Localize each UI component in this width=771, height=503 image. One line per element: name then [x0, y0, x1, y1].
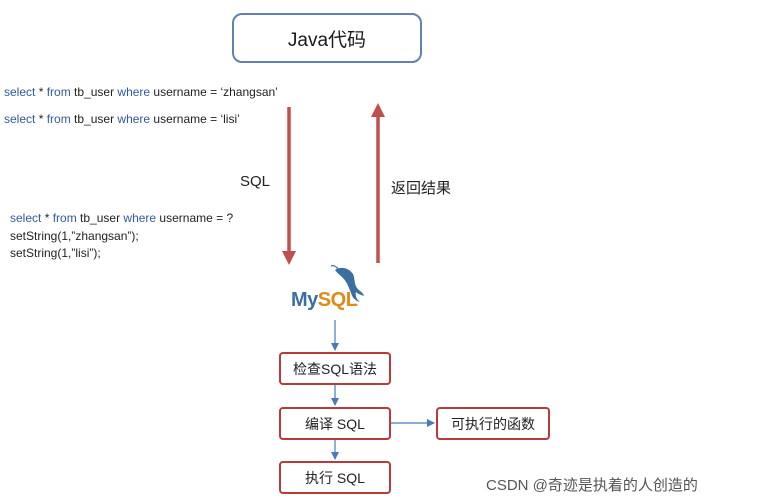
mysql-logo-sql: SQL — [317, 289, 358, 311]
check-sql-syntax-box: 检查SQL语法 — [279, 352, 391, 385]
mysql-logo-my: My — [291, 289, 318, 311]
java-code-box: Java代码 — [232, 13, 422, 63]
keyword-where: where — [117, 85, 151, 99]
keyword-from: from — [52, 211, 77, 225]
keyword-from: from — [46, 85, 71, 99]
query-table: tb_user — [70, 85, 118, 99]
check-sql-syntax-label: 检查SQL语法 — [292, 360, 377, 377]
mysql-dolphin-icon — [330, 265, 364, 302]
keyword-select: select — [10, 211, 42, 225]
query-table: tb_user — [76, 211, 124, 225]
mysql-logo-text: MySQL — [291, 289, 358, 311]
keyword-select: select — [4, 85, 36, 99]
query-condition: username = ‘lisi’ — [150, 112, 240, 126]
query-star: * — [35, 112, 47, 126]
set-string-zhangsan: setString(1,”zhangsan”); — [10, 229, 139, 243]
executable-function-label: 可执行的函数 — [451, 415, 535, 432]
query-lisi: select * from tb_user where username = ‘… — [4, 112, 240, 127]
keyword-where: where — [123, 211, 157, 225]
java-code-label: Java代码 — [287, 29, 367, 51]
sql-arrow-label: SQL — [240, 173, 271, 190]
query-star: * — [35, 85, 47, 99]
query-table: tb_user — [70, 112, 118, 126]
set-string-lisi: setString(1,”lisi”); — [10, 246, 101, 260]
keyword-from: from — [46, 112, 71, 126]
prepared-query: select * from tb_user where username = ? — [10, 211, 233, 226]
csdn-watermark: CSDN @奇迹是执着的人创造的 — [486, 477, 698, 494]
executable-function-box: 可执行的函数 — [436, 407, 550, 440]
return-result-label: 返回结果 — [391, 180, 452, 197]
query-condition: username = ? — [156, 211, 234, 225]
keyword-select: select — [4, 112, 36, 126]
query-condition: username = ‘zhangsan’ — [150, 85, 278, 99]
query-star: * — [41, 211, 53, 225]
execute-sql-label: 执行 SQL — [305, 469, 365, 486]
query-zhangsan: select * from tb_user where username = ‘… — [4, 85, 278, 100]
keyword-where: where — [117, 112, 151, 126]
compile-sql-box: 编译 SQL — [279, 407, 391, 440]
compile-sql-label: 编译 SQL — [305, 415, 365, 432]
execute-sql-box: 执行 SQL — [279, 461, 391, 494]
